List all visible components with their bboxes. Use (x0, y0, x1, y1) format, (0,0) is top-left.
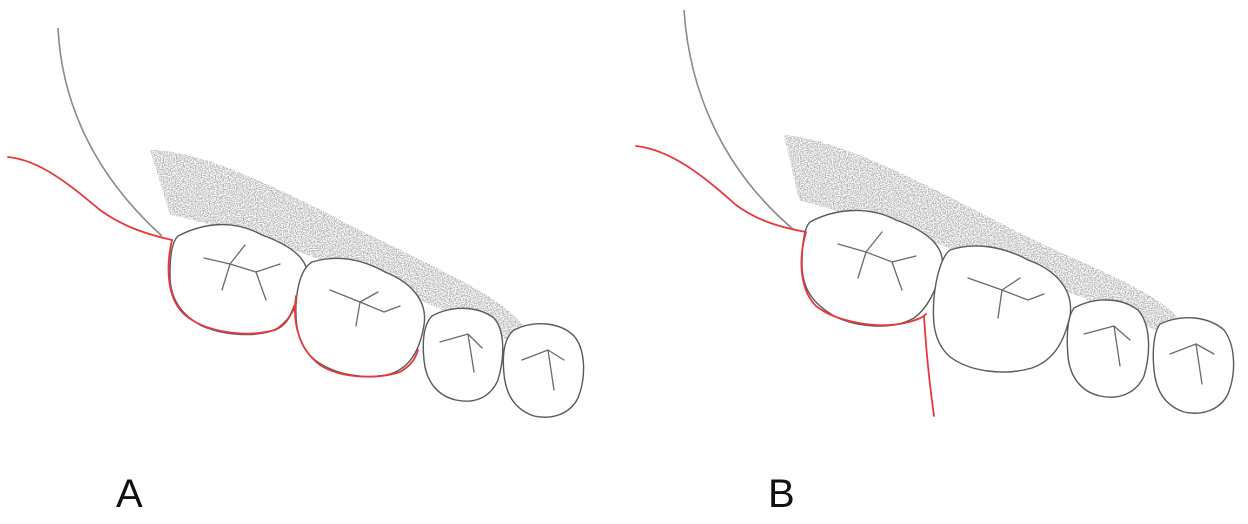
tooth-3 (1067, 300, 1148, 397)
cheek-outline (684, 10, 794, 230)
tissue-contour (8, 157, 172, 240)
tooth-4 (503, 324, 583, 417)
tooth-3 (423, 308, 502, 401)
tissue-contour (636, 146, 806, 232)
tooth-4 (1153, 318, 1233, 413)
panel-label-a: A (116, 474, 143, 514)
panel-b: B (624, 0, 1248, 524)
cheek-outline (58, 28, 162, 236)
incision-line (924, 316, 934, 416)
panel-a: A (0, 0, 624, 524)
panel-a-drawing (0, 0, 624, 524)
panel-label-b: B (768, 474, 795, 514)
panel-b-drawing (624, 0, 1248, 524)
